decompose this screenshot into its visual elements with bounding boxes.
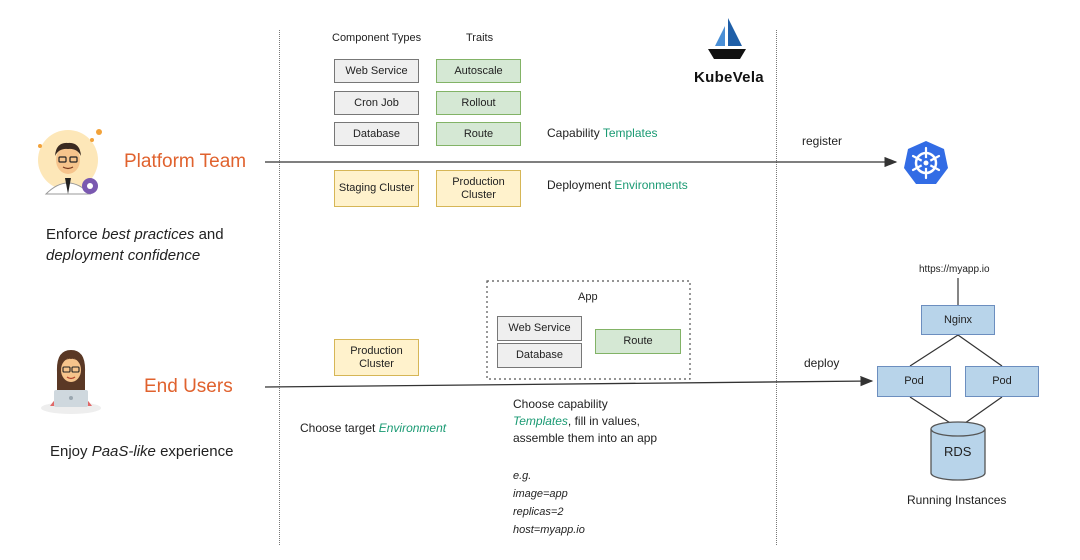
running-instances-caption: Running Instances xyxy=(907,493,1007,507)
trait-rollout: Rollout xyxy=(436,91,521,115)
trait-route: Route xyxy=(436,122,521,146)
platform-team-description: Enforce best practices and deployment co… xyxy=(46,226,224,264)
end-users-title: End Users xyxy=(144,376,233,397)
kubevela-boat-icon xyxy=(702,14,752,64)
example-values: e.g. image=app replicas=2 host=myapp.io xyxy=(513,467,585,539)
app-database-box: Database xyxy=(497,343,582,368)
component-cron-job: Cron Job xyxy=(334,91,419,115)
component-types-header: Component Types xyxy=(332,32,422,44)
nginx-box: Nginx xyxy=(921,305,995,335)
left-divider xyxy=(279,30,280,545)
register-label: register xyxy=(802,134,843,148)
deployment-environments-label: Deployment Environments xyxy=(547,178,688,192)
app-dotted-frame xyxy=(486,280,691,380)
component-web-service: Web Service xyxy=(334,59,419,83)
app-url-label: https://myapp.io xyxy=(919,264,990,275)
end-users-description: Enjoy PaaS-like experience xyxy=(50,443,234,460)
deploy-arrow xyxy=(264,375,874,388)
rds-label: RDS xyxy=(944,444,972,459)
kubernetes-icon xyxy=(902,139,950,187)
pod-box-1: Pod xyxy=(877,366,951,397)
pod-box-2: Pod xyxy=(965,366,1039,397)
example-image: image=app xyxy=(513,488,568,500)
example-prefix: e.g. xyxy=(513,470,532,482)
app-route-box: Route xyxy=(595,329,681,354)
capability-templates-label: Capability Templates xyxy=(547,126,658,140)
traits-header: Traits xyxy=(466,32,494,44)
rds-database-icon xyxy=(929,421,987,481)
app-web-service-box: Web Service xyxy=(497,316,582,341)
platform-team-avatar-icon xyxy=(34,128,104,198)
instance-links xyxy=(909,278,1003,429)
trait-autoscale: Autoscale xyxy=(436,59,521,83)
deploy-label: deploy xyxy=(804,356,840,370)
kubevela-wordmark: KubeVela xyxy=(694,69,764,86)
choose-target-environment-label: Choose target Environment xyxy=(300,421,447,435)
staging-cluster-box: Staging Cluster xyxy=(334,170,419,207)
production-cluster-box: Production Cluster xyxy=(436,170,521,207)
platform-team-title: Platform Team xyxy=(124,151,247,172)
end-user-production-cluster-box: Production Cluster xyxy=(334,339,419,376)
end-user-avatar-icon xyxy=(40,346,102,416)
example-replicas: replicas=2 xyxy=(513,506,564,518)
app-title: App xyxy=(578,291,598,303)
choose-capability-text: Choose capability Templates, fill in val… xyxy=(513,397,658,445)
component-database: Database xyxy=(334,122,419,146)
right-divider xyxy=(776,30,777,545)
example-host: host=myapp.io xyxy=(513,524,585,536)
